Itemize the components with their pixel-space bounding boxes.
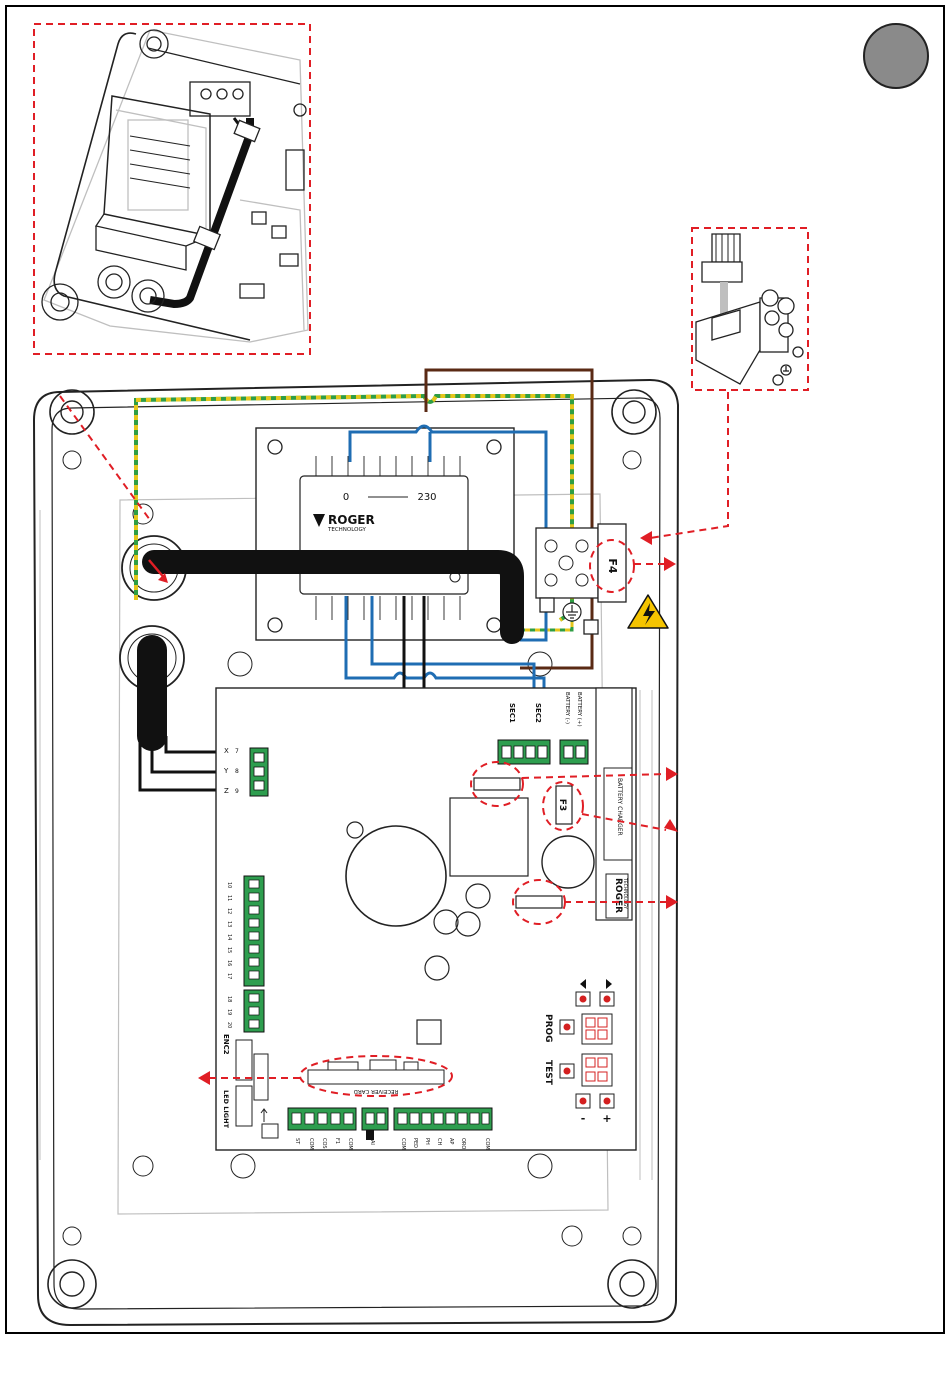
arrow-right-icon (664, 557, 676, 571)
arrow-left-icon (198, 1071, 210, 1085)
arrow-left-icon (640, 531, 652, 545)
encoder-pin-z: Z (224, 787, 229, 795)
bottom-label-cos: COS (321, 1138, 327, 1149)
tap-high-label: 230 (417, 492, 436, 503)
earth-ground-icon (563, 603, 581, 621)
term-num-17: 17 (226, 973, 232, 979)
charger-roger-logo: ROGER TECHNOLOGY (606, 874, 628, 918)
battery-pos-label: BATTERY (+) (576, 692, 582, 727)
bottom-label-com-3: COM (400, 1138, 406, 1150)
enc2-label: ENC2 (222, 1034, 230, 1055)
connector-top (474, 778, 520, 790)
charger-brand-sub: TECHNOLOGY (622, 877, 628, 909)
term-num-16: 16 (226, 960, 232, 966)
bottom-label-ap: AP (448, 1138, 454, 1144)
term-num-19: 19 (226, 1009, 232, 1015)
fuse-f3-label: F3 (557, 799, 567, 811)
bottom-label-com-4: COM (484, 1138, 490, 1150)
bottom-label-com-2: COM (347, 1138, 353, 1150)
charger-brand: ROGER (613, 878, 623, 913)
battery-neg-label: BATTERY (-) (564, 692, 570, 724)
receiver-card-label: RECEIVER CARD (354, 1088, 399, 1094)
terminal-strip-18-20: 18 19 20 (226, 990, 264, 1032)
encoder-pin-num-8: 8 (235, 768, 239, 775)
fuse-f4-label: F4 (606, 558, 619, 574)
bottom-label-oro: ORO (460, 1138, 466, 1149)
battery-charger-label: BATTERY CHARGER (616, 778, 623, 836)
term-num-11: 11 (226, 895, 232, 901)
step-badge (864, 24, 928, 88)
encoder-pin-num-7: 7 (235, 748, 239, 755)
inset-terminal-drawing (696, 234, 803, 385)
earth-ground-icon (781, 365, 791, 375)
term-num-20: 20 (226, 1022, 232, 1028)
sec1-label: SEC1 (508, 703, 516, 723)
fuse-f3: F3 (556, 786, 572, 824)
connector-bottom (516, 896, 562, 908)
plus-label: + (602, 1112, 611, 1125)
term-num-13: 13 (226, 921, 232, 927)
bottom-label-st: ST (294, 1138, 300, 1145)
sec2-label: SEC2 (534, 703, 542, 723)
encoder-pin-y: Y (223, 767, 229, 775)
transformer-brand-sub: TECHNOLOGY (327, 527, 366, 533)
term-num-18: 18 (226, 996, 232, 1002)
term-num-15: 15 (226, 947, 232, 953)
bottom-label-ch: CH (436, 1138, 442, 1145)
minus-label: - (581, 1112, 586, 1125)
encoder-pin-x: X (224, 747, 229, 755)
transformer-brand: ROGER (328, 513, 375, 527)
test-label: TEST (543, 1060, 553, 1086)
bottom-label-f1: F1 (334, 1138, 340, 1144)
tap-low-label: 0 (343, 492, 349, 503)
inset-transformer-drawing (42, 30, 308, 342)
term-num-12: 12 (226, 908, 232, 914)
prog-label: PROG (543, 1014, 553, 1043)
high-voltage-warning-icon (628, 595, 668, 628)
term-num-14: 14 (226, 934, 232, 940)
transformer: 0 230 ROGER TECHNOLOGY (256, 428, 514, 640)
encoder-pin-num-9: 9 (235, 788, 239, 795)
led-light-label: LED LIGHT (222, 1090, 230, 1129)
bottom-label-ai: AI (369, 1140, 375, 1145)
bottom-label-com-1: COM (308, 1138, 314, 1150)
bottom-label-ped: PED (412, 1138, 418, 1148)
arrow-right-icon (664, 819, 678, 832)
bottom-label-ph: PH (424, 1138, 430, 1145)
term-num-10: 10 (226, 882, 232, 888)
control-board: BATTERY CHARGER ROGER TECHNOLOGY SEC1 SE… (216, 688, 636, 1150)
